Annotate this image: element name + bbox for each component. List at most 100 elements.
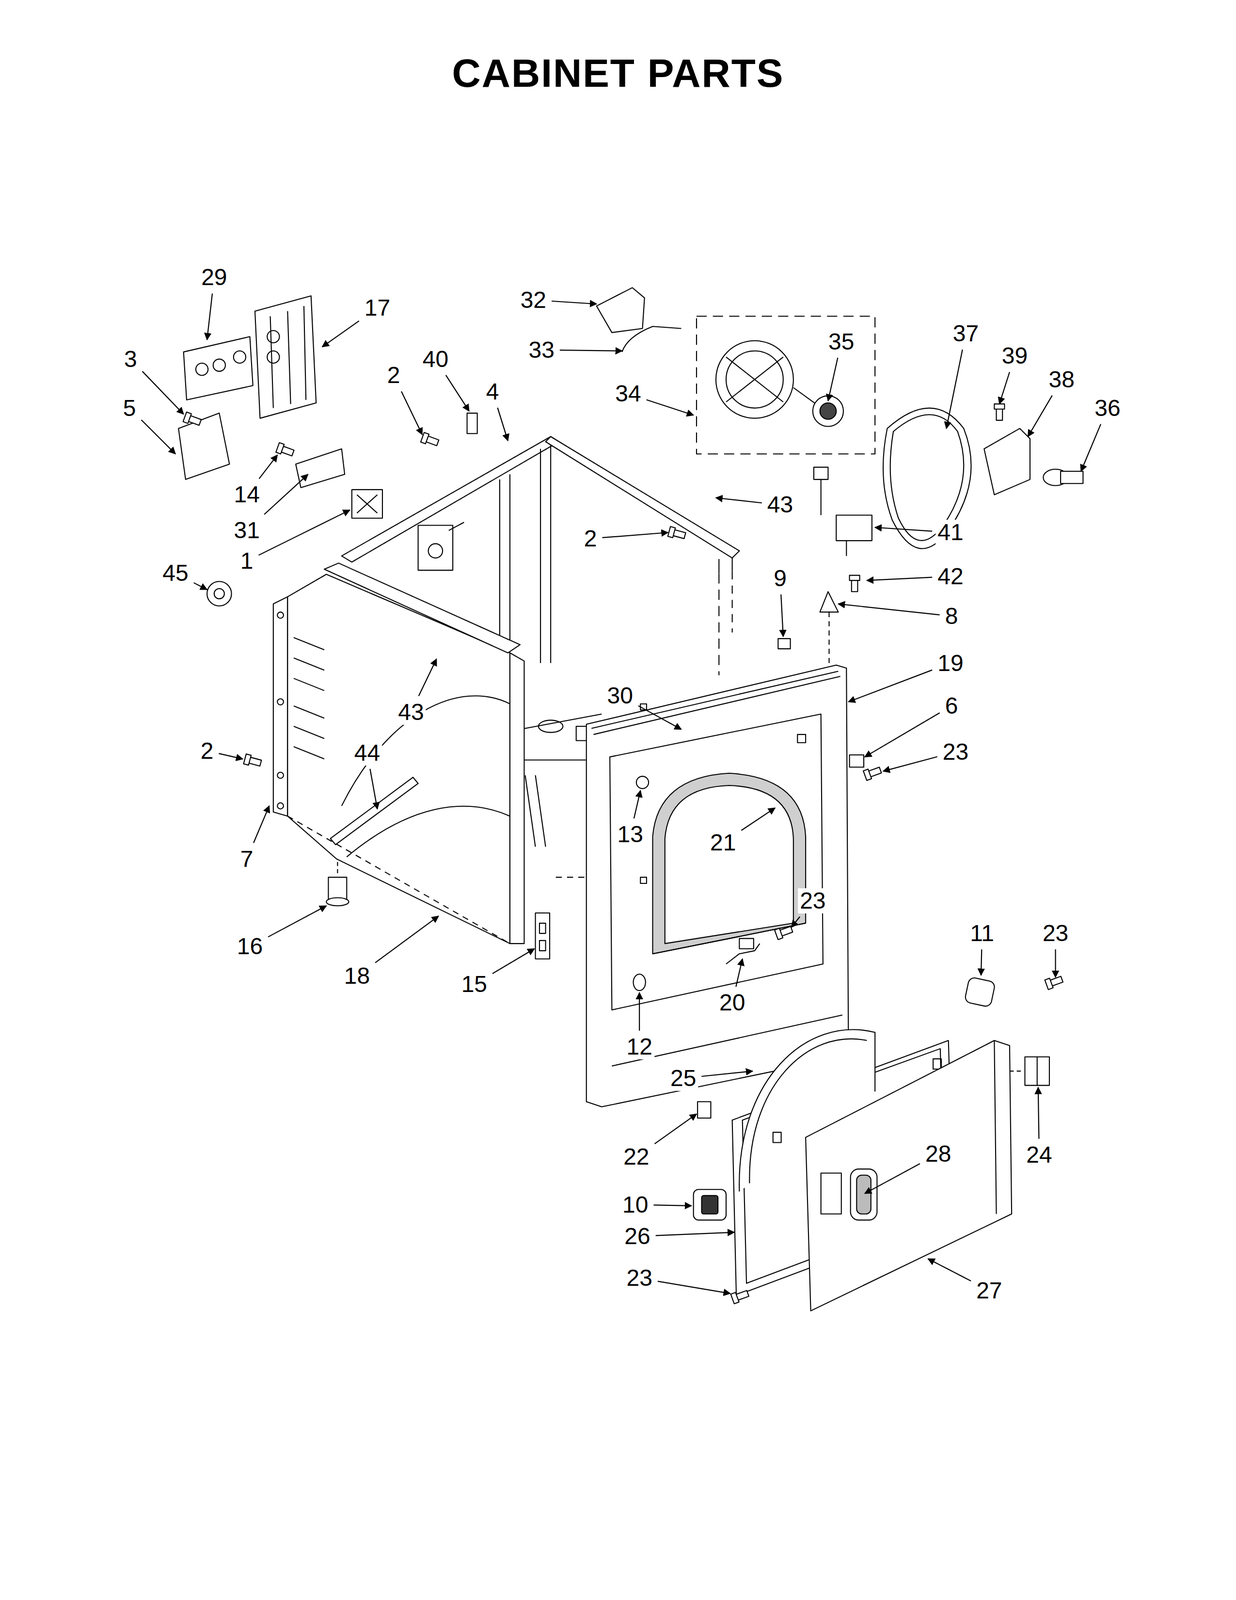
small-front-parts [828, 611, 830, 663]
callout-number: 7 [238, 846, 256, 872]
drive-motor [726, 350, 784, 409]
motor-bracket [596, 287, 645, 333]
callout-number: 1 [238, 548, 256, 574]
callout-number: 37 [950, 320, 981, 347]
callout-number: 42 [935, 563, 966, 589]
control-panel [303, 305, 306, 400]
leader-arrow [864, 1163, 920, 1194]
callout-number: 12 [624, 1033, 654, 1060]
side-panel [273, 596, 288, 816]
leveling-foot [328, 876, 347, 900]
front-panel [652, 922, 807, 954]
drive-motor [696, 316, 875, 454]
callout-number: 20 [717, 989, 747, 1015]
thermal-fuse [813, 467, 828, 480]
callout-number: 45 [160, 560, 191, 586]
leader-arrow [638, 705, 682, 730]
callout-number: 39 [999, 343, 1030, 369]
screw [275, 442, 295, 458]
leader-arrow [946, 349, 963, 429]
top-rear-rail [731, 557, 733, 571]
misc-parts [467, 412, 478, 434]
leader-arrow [715, 497, 762, 504]
leader-arrow [259, 454, 278, 479]
door-small-parts [697, 1101, 711, 1118]
callout-number: 8 [943, 603, 961, 629]
door-hinge [1036, 1056, 1038, 1086]
top-rear-rail [418, 525, 454, 571]
door-outer-panel [821, 1172, 842, 1214]
leader-arrow [838, 603, 940, 616]
top-rear-rail [428, 543, 443, 558]
cabinet-base [520, 759, 592, 761]
callout-number: 27 [974, 1277, 1004, 1303]
callout-number: 2 [198, 738, 216, 764]
callout-number: 15 [459, 971, 490, 997]
misc-parts [178, 412, 477, 606]
screw [994, 403, 1005, 421]
side-panel [293, 746, 325, 759]
front-panel [609, 713, 824, 1010]
callout-number: 36 [1092, 395, 1123, 421]
screw [183, 403, 1064, 1304]
callout-number: 38 [1046, 366, 1077, 393]
illustration [178, 287, 1083, 1311]
front-panel [652, 773, 807, 954]
screw [774, 924, 794, 940]
drive-belt [883, 408, 972, 549]
screw [849, 575, 860, 592]
side-panel [509, 652, 524, 944]
callout-number: 2 [582, 525, 600, 552]
leader-arrow [264, 474, 308, 515]
cabinet-base [535, 775, 546, 847]
idler-bracket [1060, 471, 1083, 484]
leader-arrow [602, 532, 669, 538]
idler-bracket [983, 428, 1083, 495]
door-hinge [1009, 1056, 1050, 1086]
callout-number: 34 [613, 380, 643, 407]
leader-arrow [791, 916, 801, 928]
leader-arrow [999, 371, 1010, 404]
side-panel [341, 695, 510, 806]
callout-number: 10 [620, 1191, 650, 1218]
misc-parts [356, 494, 378, 513]
small-front-parts [636, 776, 649, 789]
front-panel [593, 676, 841, 735]
callout-number: 6 [943, 693, 961, 719]
callout-number: 26 [622, 1223, 652, 1249]
door-hinge [1024, 1056, 1049, 1086]
drive-motor [696, 316, 875, 454]
control-panel [254, 295, 317, 418]
leader-arrow [657, 1281, 731, 1294]
side-panel [273, 562, 525, 944]
small-front-parts [739, 938, 754, 949]
leader-arrow [928, 1258, 972, 1281]
small-front-parts [633, 973, 646, 991]
door-latch-strike [539, 922, 546, 934]
motor-bracket [596, 287, 682, 352]
cabinet-base [525, 775, 536, 847]
door-outer-panel [850, 1168, 878, 1220]
leveling-foot [336, 861, 338, 875]
control-panel [195, 363, 208, 376]
callout-number: 16 [235, 933, 265, 959]
callout-number: 23 [1040, 920, 1071, 946]
leader-arrow [866, 577, 933, 581]
leader-arrow [633, 790, 641, 819]
callout-number: 23 [940, 739, 971, 765]
leader-arrow [1054, 949, 1056, 977]
leader-arrow [445, 375, 470, 412]
misc-parts [351, 489, 383, 519]
side-panel [277, 772, 284, 779]
leader-arrow [735, 958, 743, 987]
leader-arrow [418, 658, 437, 696]
cabinet-base [555, 876, 587, 878]
door-hinge [1009, 1070, 1024, 1072]
small-front-parts [849, 754, 864, 767]
door-outer-panel [856, 1174, 871, 1214]
drive-motor [726, 356, 784, 402]
side-panel [324, 562, 521, 653]
screw [863, 764, 883, 780]
diagram-title: CABINET PARTS [451, 53, 784, 94]
